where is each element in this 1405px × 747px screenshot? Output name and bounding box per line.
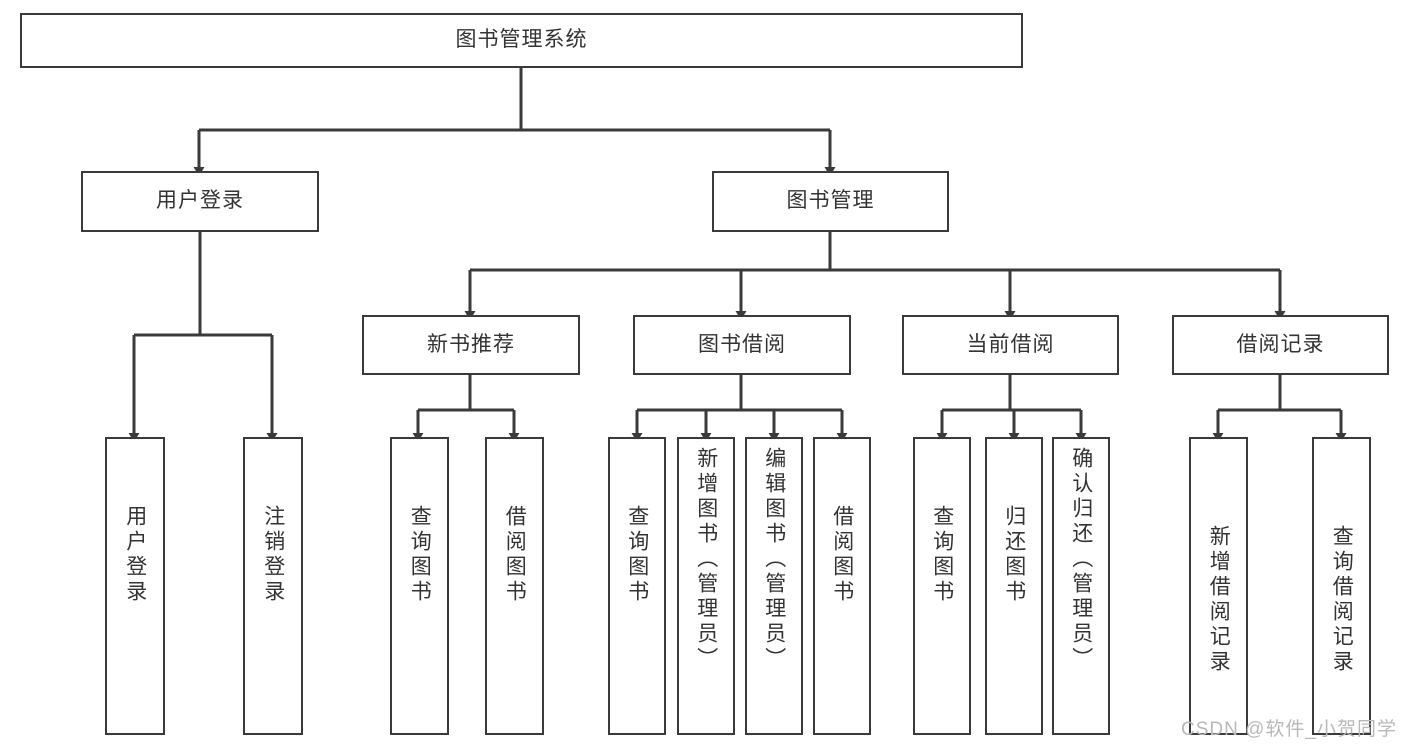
node-leaf-return-book-label: 归还图书	[1002, 505, 1026, 605]
node-book-borrow-label: 图书借阅	[698, 332, 786, 356]
node-book-manage[interactable]: 图书管理	[712, 171, 949, 232]
node-leaf-user-logout[interactable]: 注销登录	[243, 437, 303, 735]
node-new-book-recommend[interactable]: 新书推荐	[362, 315, 580, 375]
node-leaf-borrow-book-2-label: 借阅图书	[830, 505, 854, 605]
node-leaf-user-login-label: 用户登录	[123, 505, 147, 605]
node-current-borrow[interactable]: 当前借阅	[902, 315, 1119, 375]
node-leaf-confirm-return-admin[interactable]: 确认归还（管理员）	[1052, 437, 1110, 735]
node-current-borrow-label: 当前借阅	[966, 332, 1055, 356]
node-book-borrow[interactable]: 图书借阅	[633, 315, 851, 375]
node-leaf-query-borrow-record-label: 查询借阅记录	[1330, 525, 1354, 675]
node-leaf-confirm-return-admin-label: 确认归还（管理员）	[1069, 447, 1093, 672]
node-leaf-query-borrow-record[interactable]: 查询借阅记录	[1312, 437, 1371, 735]
node-leaf-user-logout-label: 注销登录	[261, 505, 285, 605]
node-leaf-add-book-admin[interactable]: 新增图书（管理员）	[677, 437, 735, 735]
node-leaf-user-login[interactable]: 用户登录	[105, 437, 165, 735]
node-user-login-label: 用户登录	[156, 189, 244, 213]
node-borrow-record[interactable]: 借阅记录	[1172, 315, 1389, 375]
node-root[interactable]: 图书管理系统	[20, 13, 1023, 68]
node-borrow-record-label: 借阅记录	[1236, 332, 1325, 356]
node-leaf-query-book-1[interactable]: 查询图书	[390, 437, 449, 735]
node-leaf-add-book-admin-label: 新增图书（管理员）	[694, 447, 718, 672]
node-leaf-borrow-book-2[interactable]: 借阅图书	[813, 437, 871, 735]
node-new-book-recommend-label: 新书推荐	[427, 332, 515, 356]
node-leaf-query-book-2-label: 查询图书	[625, 505, 649, 605]
node-leaf-edit-book-admin[interactable]: 编辑图书（管理员）	[745, 437, 803, 735]
node-root-label: 图书管理系统	[455, 28, 588, 52]
node-leaf-add-borrow-record-label: 新增借阅记录	[1207, 525, 1231, 675]
node-leaf-query-book-3-label: 查询图书	[930, 505, 954, 605]
node-leaf-query-book-2[interactable]: 查询图书	[608, 437, 666, 735]
node-leaf-query-book-3[interactable]: 查询图书	[913, 437, 971, 735]
node-leaf-return-book[interactable]: 归还图书	[985, 437, 1043, 735]
node-book-manage-label: 图书管理	[786, 189, 875, 213]
node-leaf-borrow-book-1[interactable]: 借阅图书	[485, 437, 544, 735]
node-leaf-query-book-1-label: 查询图书	[408, 505, 432, 605]
node-leaf-add-borrow-record[interactable]: 新增借阅记录	[1189, 437, 1248, 735]
node-leaf-edit-book-admin-label: 编辑图书（管理员）	[762, 447, 786, 672]
node-leaf-borrow-book-1-label: 借阅图书	[503, 505, 527, 605]
node-user-login[interactable]: 用户登录	[81, 171, 319, 232]
